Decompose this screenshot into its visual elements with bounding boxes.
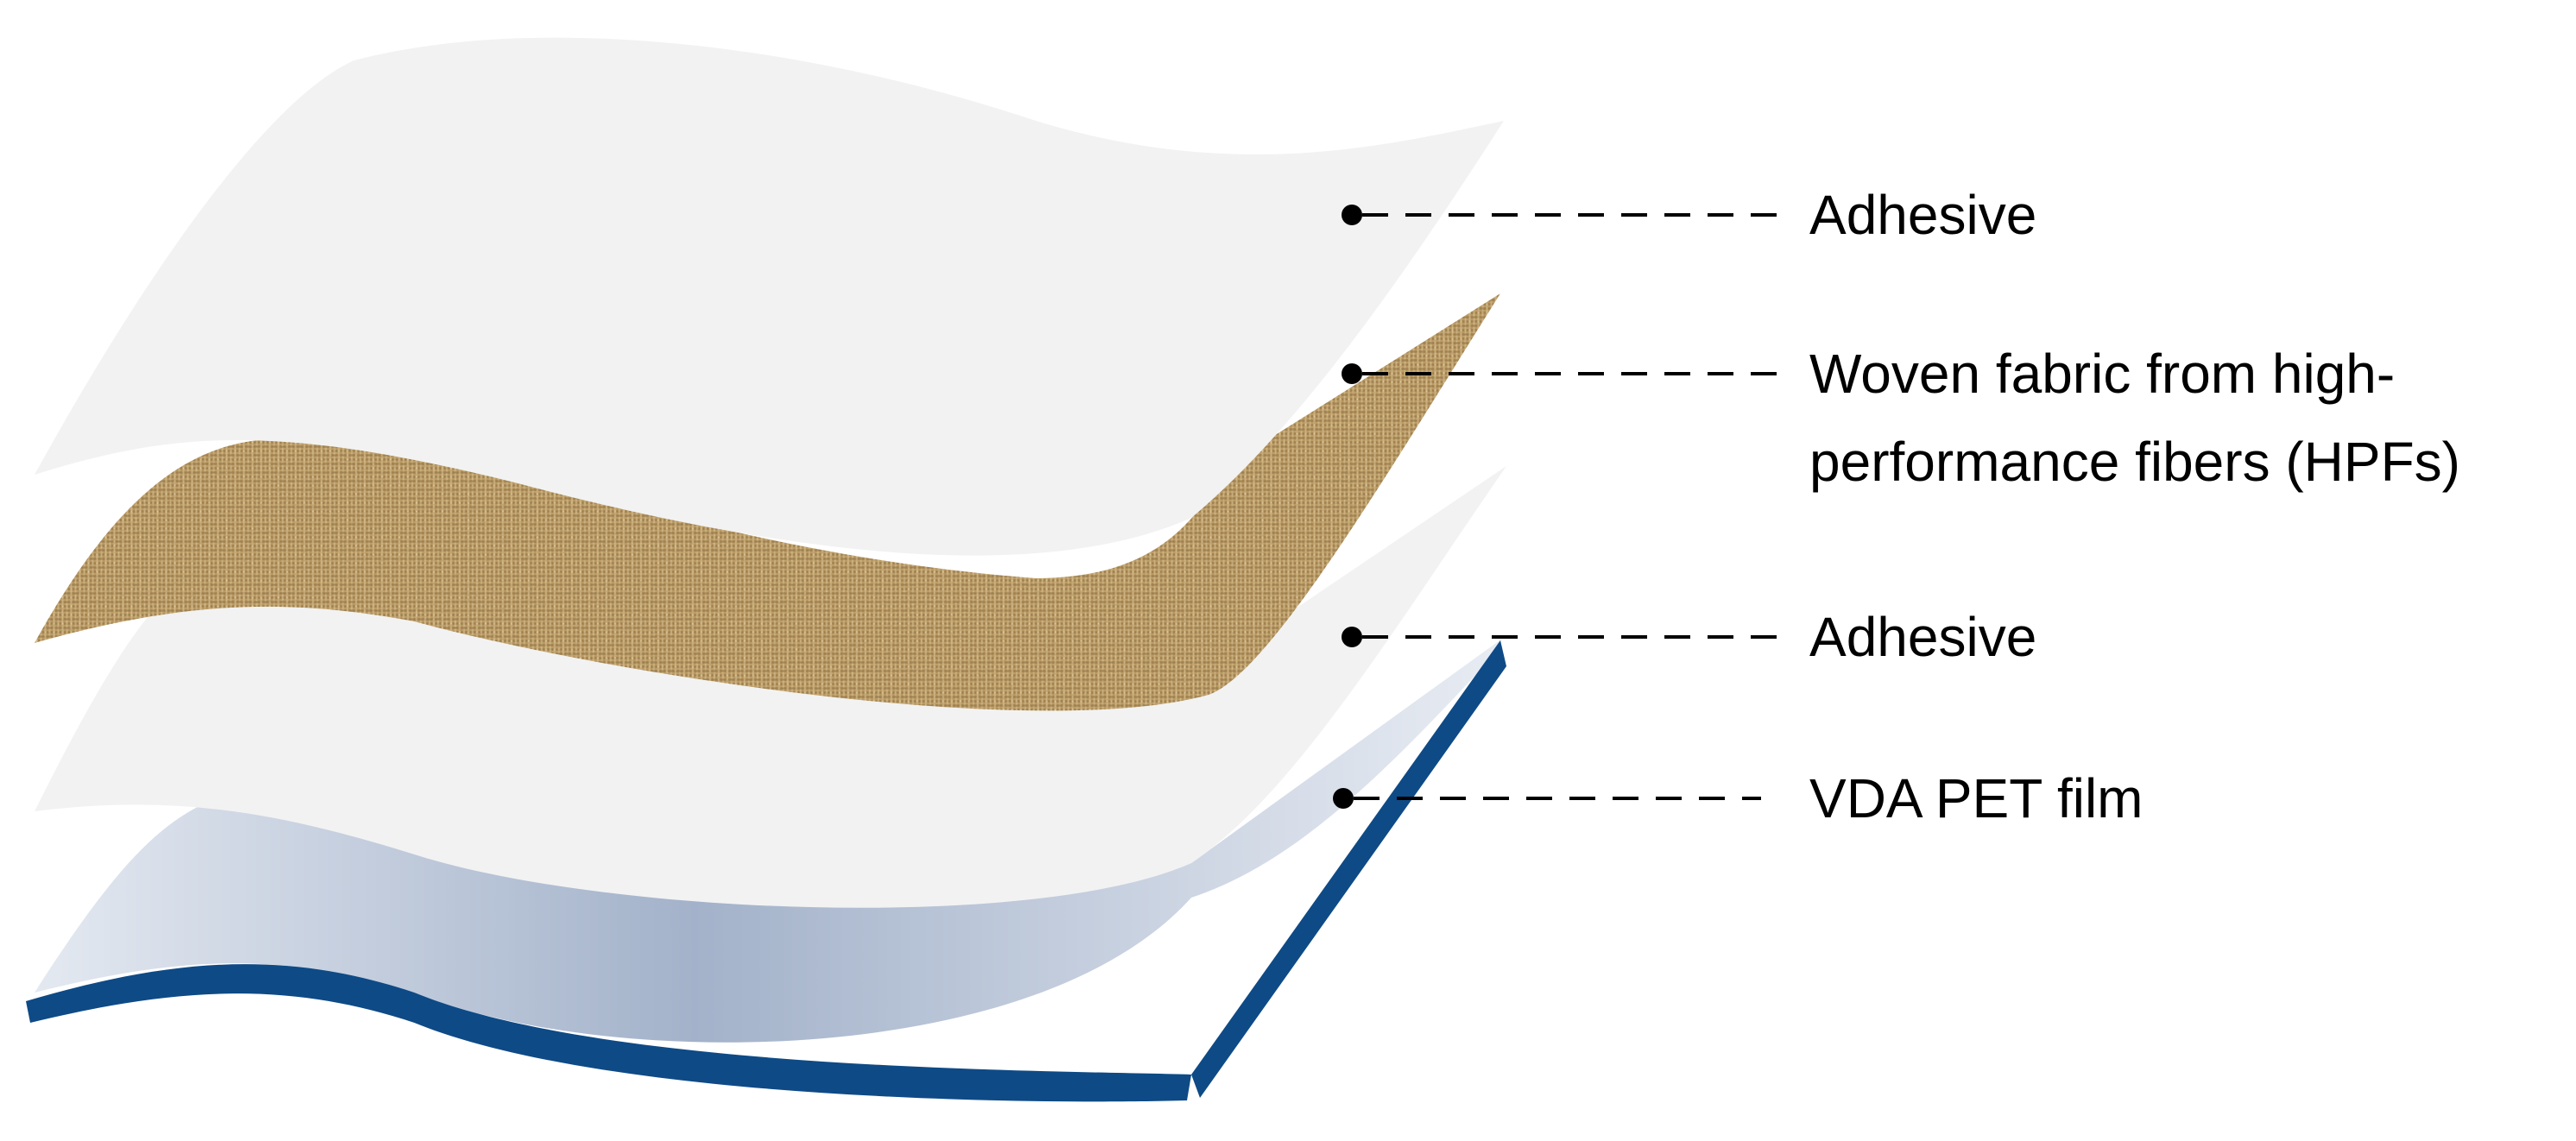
callout-adhesive-top: [1342, 205, 1778, 225]
fabric-texture: [35, 293, 1500, 711]
woven-fabric-layer: [35, 293, 1500, 711]
label-adhesive-bottom: Adhesive: [1809, 606, 2036, 668]
callout-woven-fabric: [1342, 363, 1778, 384]
callout-dot: [1333, 788, 1354, 809]
callout-dot: [1342, 205, 1362, 225]
callout-adhesive-bottom: [1342, 627, 1778, 647]
label-woven-fabric-line-2: performance fibers (HPFs): [1809, 431, 2460, 493]
callout-dot: [1342, 627, 1362, 647]
label-adhesive-top: Adhesive: [1809, 184, 2036, 246]
pet-film-surface: [35, 639, 1502, 1043]
pet-film-side-right: [1191, 640, 1506, 1098]
label-woven-fabric-line-1: Woven fabric from high-: [1809, 343, 2395, 405]
callout-pet-film: [1333, 788, 1761, 809]
pet-film-layer: [26, 639, 1506, 1102]
adhesive-layer-top: [35, 37, 1504, 556]
pet-film-side-front: [26, 964, 1191, 1102]
label-pet-film: VDA PET film: [1809, 767, 2143, 829]
callout-dot: [1342, 363, 1362, 384]
